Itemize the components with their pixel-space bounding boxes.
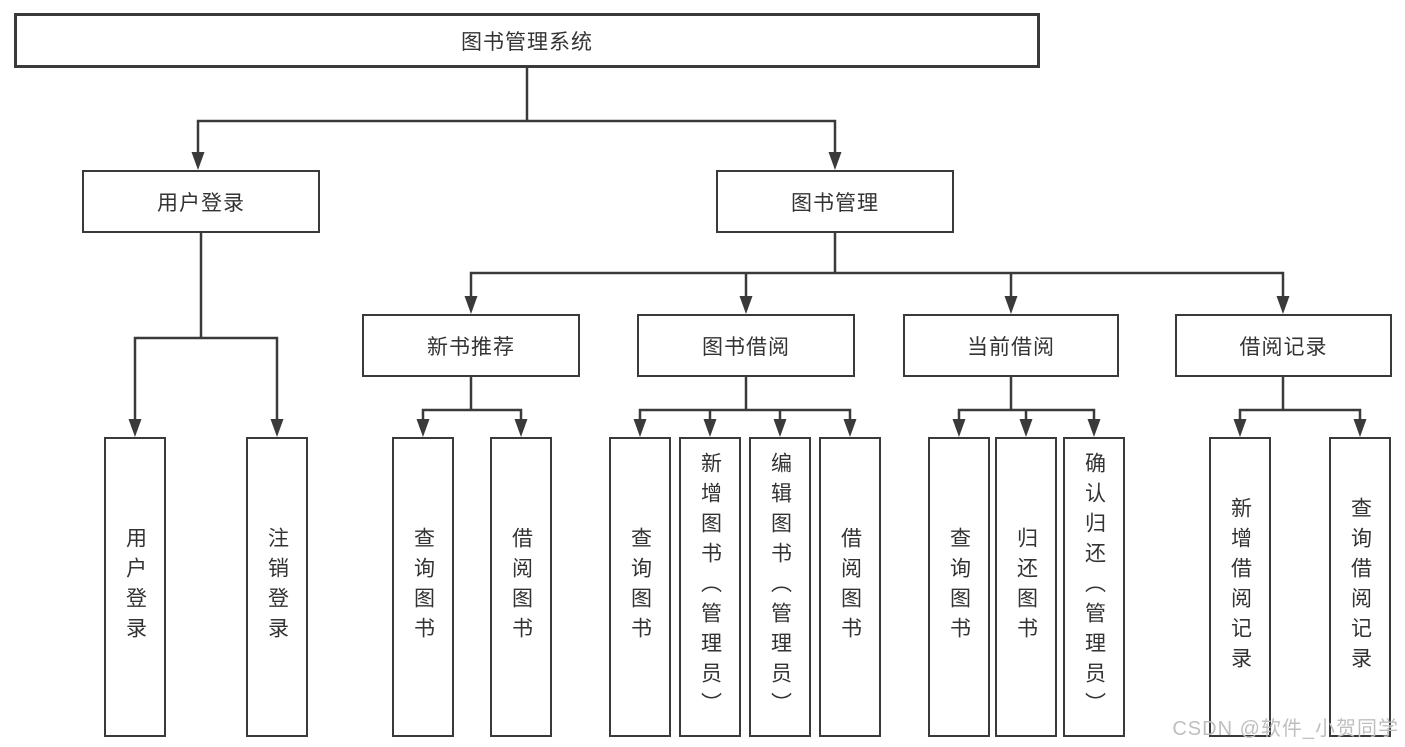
tree-edges: [133, 66, 1362, 423]
node-current-borrowing: 当前借阅: [903, 314, 1119, 377]
leaf-borrow-books: 借阅图书: [819, 437, 881, 737]
node-root-library-system: 图书管理系统: [14, 13, 1040, 68]
leaf-query-books-current: 查询图书: [928, 437, 990, 737]
node-borrowing-records: 借阅记录: [1175, 314, 1392, 377]
leaf-borrow-books-recommend: 借阅图书: [490, 437, 552, 737]
node-user-login: 用户登录: [82, 170, 320, 233]
leaf-confirm-return-admin: 确认归还（管理员）: [1063, 437, 1125, 737]
node-new-book-recommendation: 新书推荐: [362, 314, 580, 377]
leaf-add-books-admin: 新增图书（管理员）: [679, 437, 741, 737]
node-book-borrowing: 图书借阅: [637, 314, 855, 377]
leaf-edit-books-admin: 编辑图书（管理员）: [749, 437, 811, 737]
leaf-query-borrow-record: 查询借阅记录: [1329, 437, 1391, 737]
leaf-return-books: 归还图书: [995, 437, 1057, 737]
leaf-add-borrow-record: 新增借阅记录: [1209, 437, 1271, 737]
leaf-query-books-borrowing: 查询图书: [609, 437, 671, 737]
leaf-logout: 注销登录: [246, 437, 308, 737]
node-book-management: 图书管理: [716, 170, 954, 233]
leaf-query-books-recommend: 查询图书: [392, 437, 454, 737]
csdn-watermark: CSDN @软件_小贺同学: [1172, 718, 1399, 740]
leaf-user-login: 用户登录: [104, 437, 166, 737]
